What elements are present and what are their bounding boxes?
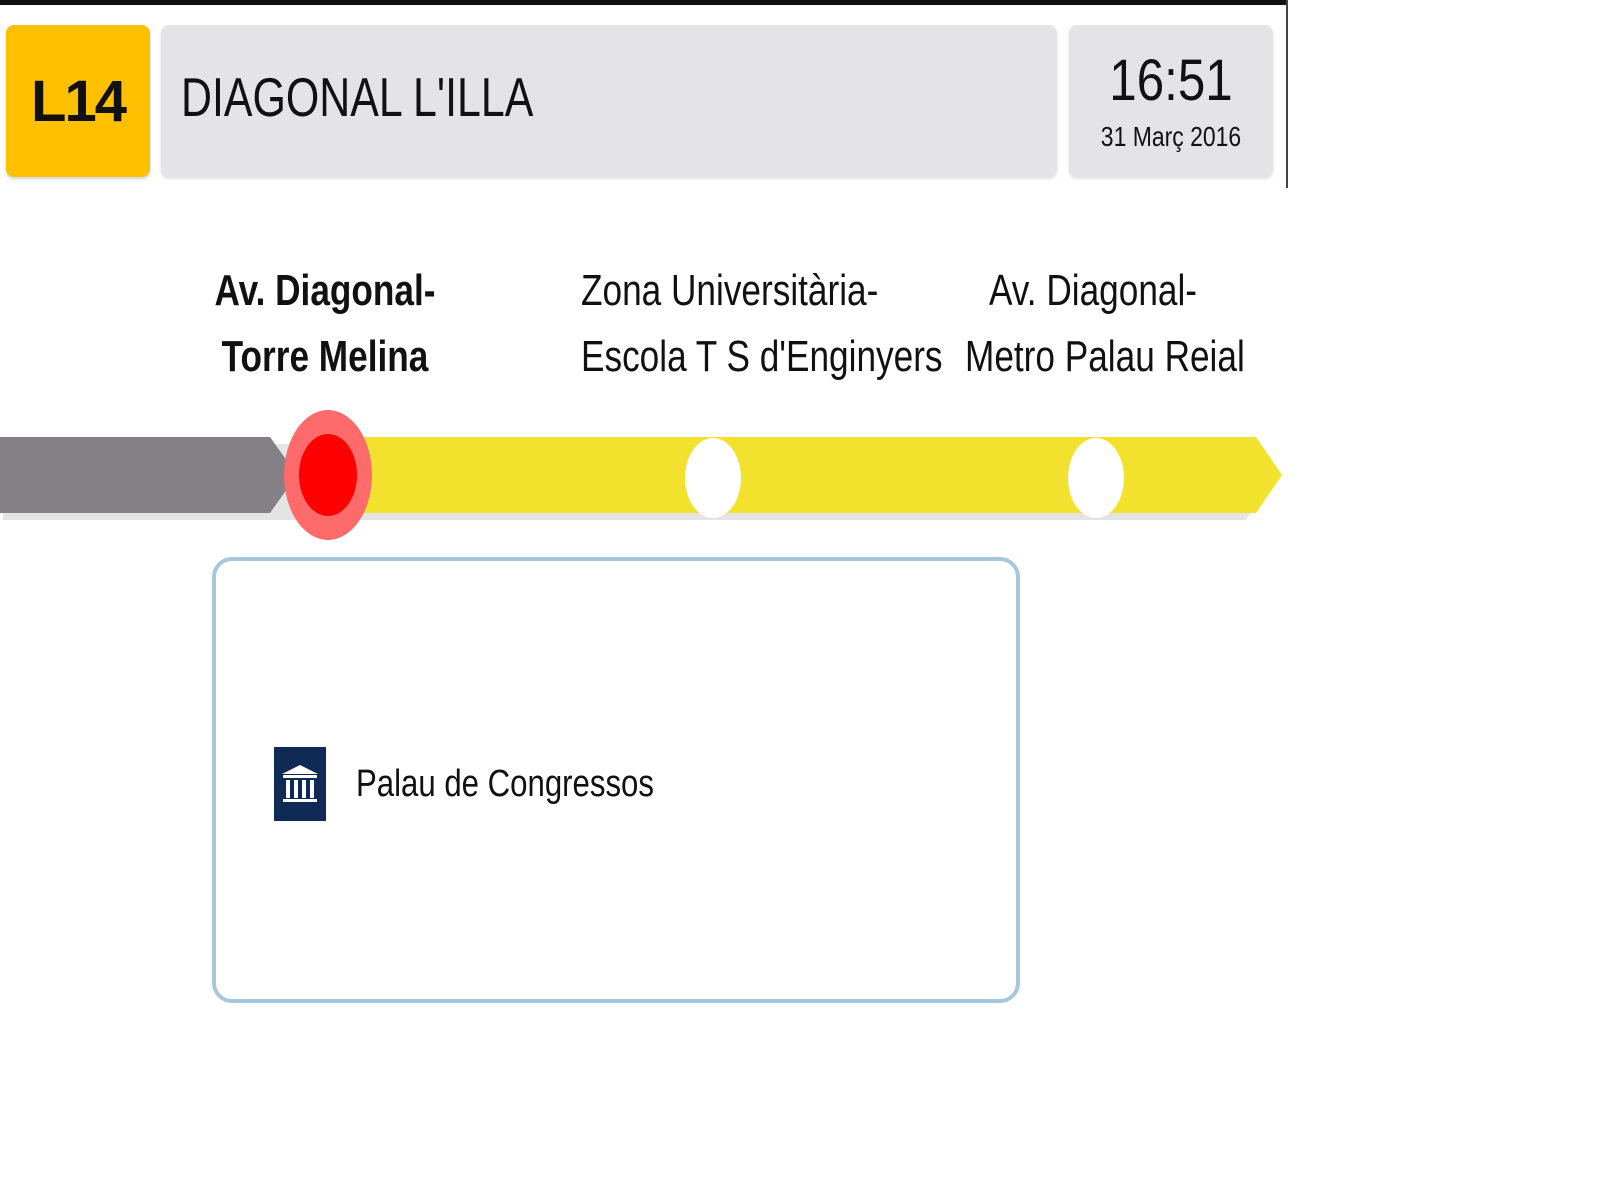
current-stop-marker <box>299 434 357 516</box>
points-of-interest-panel: Palau de Congressos <box>212 557 1020 1003</box>
stop-name-line2: Escola T S d'Enginyers <box>581 332 943 381</box>
stop-label-current: Av. Diagonal- Torre Melina <box>197 258 453 390</box>
clock-time: 16:51 <box>1109 48 1233 113</box>
top-border <box>0 0 1288 5</box>
stop-label-after-next: Av. Diagonal- Metro Palau Reial <box>965 258 1245 390</box>
stop-name-line1: Av. Diagonal- <box>214 266 436 315</box>
route-progress-bar <box>0 410 1282 540</box>
route-segment-passed <box>0 437 297 513</box>
route-segment-upcoming <box>340 437 1282 513</box>
museum-icon <box>274 747 326 821</box>
upcoming-stop-marker <box>1068 438 1124 518</box>
line-badge: L14 <box>6 25 150 177</box>
upcoming-stop-marker <box>685 438 741 518</box>
stop-name-line1: Av. Diagonal- <box>988 266 1198 315</box>
stop-name-line2: Torre Melina <box>221 332 429 381</box>
stop-label-next: Zona Universitària- Escola T S d'Enginye… <box>581 258 943 390</box>
bus-info-display: L14 DIAGONAL L'ILLA 16:51 31 Març 2016 A… <box>0 0 1288 1003</box>
clock-panel: 16:51 31 Març 2016 <box>1069 25 1273 177</box>
poi-label: Palau de Congressos <box>356 762 654 805</box>
stop-name-line2: Metro Palau Reial <box>965 332 1245 381</box>
clock-date: 31 Març 2016 <box>1100 121 1242 152</box>
stop-name-line1: Zona Universitària- <box>581 266 879 315</box>
current-stop-header: DIAGONAL L'ILLA <box>161 25 1057 177</box>
right-border <box>1286 0 1288 188</box>
current-stop-title: DIAGONAL L'ILLA <box>181 66 534 128</box>
poi-item: Palau de Congressos <box>274 747 719 821</box>
